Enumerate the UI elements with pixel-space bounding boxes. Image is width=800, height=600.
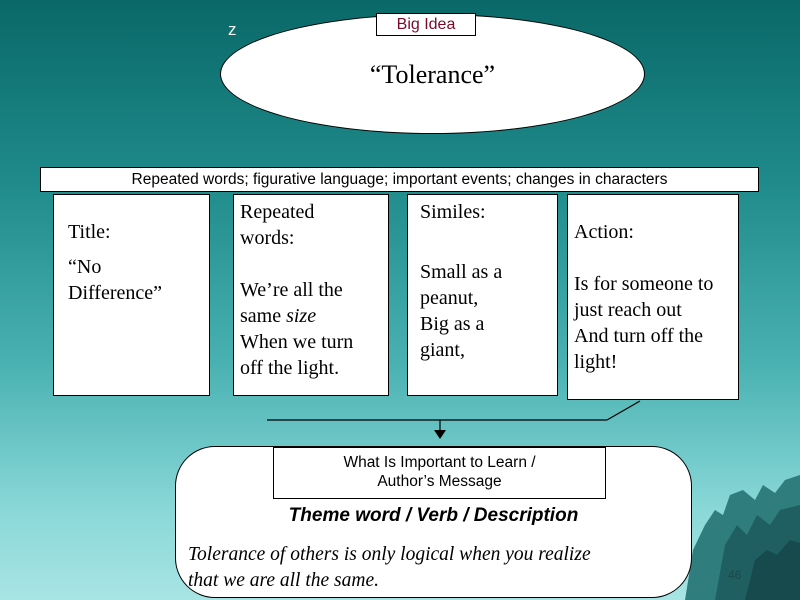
card-title-heading: Title: (68, 221, 111, 243)
card-action: Action: Is for someone to just reach out… (567, 194, 739, 400)
card-repeated-heading-2: words: (240, 227, 295, 249)
big-idea-text: “Tolerance” (369, 60, 496, 89)
message-description: Tolerance of others is only logical when… (188, 542, 678, 594)
card-action-body-4: light! (574, 351, 618, 373)
page-number: 46 (728, 568, 742, 582)
message-description-line1: Tolerance of others is only logical when… (188, 544, 591, 565)
card-repeated-body-3: When we turn (240, 331, 354, 353)
card-action-body-2: just reach out (574, 299, 682, 321)
card-repeated-body-1: We’re all the (240, 279, 343, 301)
corner-mark: z (228, 20, 237, 39)
card-title: Title: “No Difference” (53, 194, 210, 396)
card-action-body-1: Is for someone to (574, 273, 714, 295)
card-similes-heading: Similes: (420, 201, 486, 223)
card-repeated-heading-1: Repeated (240, 201, 315, 223)
card-similes-body-2: peanut, (420, 287, 479, 309)
card-action-heading: Action: (574, 221, 634, 243)
message-label-box: What Is Important to Learn / Author’s Me… (273, 447, 606, 499)
card-title-body-2: Difference” (68, 282, 163, 304)
card-repeated-body-4: off the light. (240, 357, 340, 379)
theme-label: Theme word / Verb / Description (288, 505, 579, 526)
card-title-body-1: “No (68, 256, 102, 278)
message-description-line2: that we are all the same. (188, 570, 380, 591)
card-similes-body-3: Big as a (420, 313, 485, 335)
card-similes-body-4: giant, (420, 339, 465, 361)
down-arrow-icon (434, 430, 446, 439)
card-similes-body-1: Small as a (420, 261, 503, 283)
message-label-line1: What Is Important to Learn / (343, 454, 536, 471)
cliff-illustration (685, 475, 800, 600)
message-label-line2: Author’s Message (377, 473, 502, 490)
big-idea-label: Big Idea (376, 13, 476, 36)
categories-banner: Repeated words; figurative language; imp… (40, 167, 759, 192)
card-action-body-3: And turn off the (574, 325, 704, 347)
card-repeated-words: Repeated words: We’re all the same size … (233, 194, 389, 396)
card-repeated-body-2: same size (240, 305, 317, 327)
card-similes: Similes: Small as a peanut, Big as a gia… (407, 194, 558, 396)
